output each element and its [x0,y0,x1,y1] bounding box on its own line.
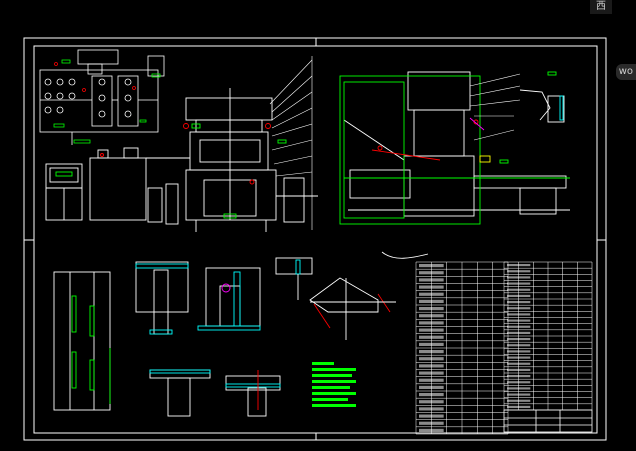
parts-list-cell-text [419,378,444,382]
parts-list-cell-text [507,399,531,402]
parts-list-cell-text [507,276,531,279]
parts-list-cell-text [419,342,444,346]
parts-list-cell-text [507,375,531,378]
parts-list-cell-text [507,344,531,347]
parts-list-cell-text [507,331,531,334]
parts-list-cell-text [419,271,444,275]
parts-list-cell-text [507,405,531,408]
parts-list-cell-text [419,321,444,325]
parts-list-table [415,261,593,435]
parts-list-cell-text [419,328,444,332]
hydraulic-schematic [39,49,165,145]
technical-notes [312,362,356,407]
parts-list-cell-text [419,364,444,368]
parts-list-cell-text [419,400,444,404]
parts-list-cell-text [419,307,444,311]
control-cabinet [45,147,190,225]
parts-list-cell-text [419,393,444,397]
parts-list-cell-text [507,264,531,267]
parts-list-cell-text [419,414,444,418]
side-tab[interactable]: wo [615,64,636,80]
parts-list-cell-text [507,368,531,371]
parts-list-cell-text [507,356,531,359]
window-tab[interactable]: 西 [590,0,612,14]
parts-list-cell-text [419,350,444,354]
parts-list-cell-text [507,282,531,285]
side-leaders [469,73,521,141]
parts-list-cell-text [419,335,444,339]
parts-list-cell-text [419,421,444,425]
parts-list-cell-text [507,393,531,396]
parts-list-cell-text [507,319,531,322]
parts-list-cell-text [419,407,444,411]
parts-list-cell-text [419,314,444,318]
parts-list-cell-text [507,301,531,304]
title-block [503,409,593,433]
parts-list-cell-text [507,338,531,341]
parts-list-cell-text [507,288,531,291]
parts-list-cell-text [419,285,444,289]
parts-list-cell-text [507,325,531,328]
side-assembly [339,71,570,259]
parts-list-cell-text [507,362,531,365]
section-details [53,257,396,417]
parts-list-cell-text [419,357,444,361]
sheet-frame [23,37,607,441]
parts-list-cell-text [507,270,531,273]
parts-list-cell-text [507,381,531,384]
parts-list-cell-text [419,428,444,432]
parts-list-cell-text [419,371,444,375]
press-leaders [269,56,313,230]
parts-list-cell-text [419,385,444,389]
parts-list-cell-text [507,387,531,390]
parts-list-cell-text [507,350,531,353]
main-press-front [183,88,318,232]
parts-list-cell-text [419,299,444,303]
parts-list-cell-text [419,264,444,268]
parts-list-cell-text [507,313,531,316]
parts-list-cell-text [507,307,531,310]
parts-list-cell-text [419,292,444,296]
parts-list-cell-text [419,278,444,282]
parts-list-cell-text [507,294,531,297]
